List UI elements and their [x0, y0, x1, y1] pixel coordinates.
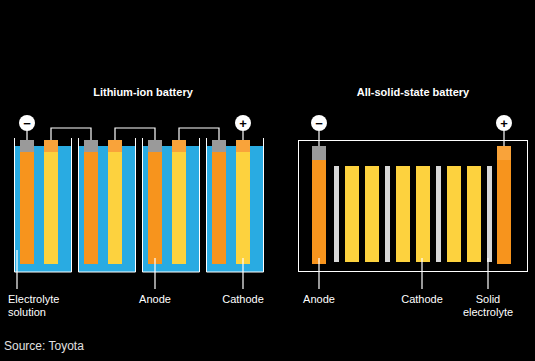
terminal-wire — [318, 131, 319, 146]
terminal-wire — [26, 131, 27, 140]
solid-electrolyte-layer — [334, 166, 339, 262]
cathode-tab — [497, 146, 511, 160]
anode-tab — [84, 140, 98, 152]
part-label: Electrolyte solution — [8, 293, 74, 318]
part-label: Anode — [303, 293, 335, 306]
cathode-layer — [416, 166, 430, 262]
anode-tab — [312, 146, 326, 160]
cathode-tab — [44, 140, 58, 152]
cell-wire — [115, 128, 155, 140]
terminal-sign: + — [497, 116, 511, 130]
source-caption: Source: Toyota — [4, 340, 84, 354]
terminal-sign: − — [20, 116, 34, 130]
electrolyte-solution — [143, 146, 200, 272]
electrolyte-solution — [207, 146, 264, 272]
solid-electrolyte-layer — [487, 166, 492, 262]
battery-case — [299, 141, 528, 272]
cell-case — [15, 138, 72, 272]
cathode-tab — [172, 140, 186, 152]
leader-line — [242, 258, 243, 289]
leader-line — [318, 258, 319, 289]
anode-tab — [20, 140, 34, 152]
current-collector — [497, 160, 511, 264]
anode-plate — [84, 152, 98, 264]
cell-wire — [179, 128, 219, 140]
electrolyte-solution — [15, 146, 72, 272]
anode-plate — [212, 152, 226, 264]
terminal-circle — [19, 115, 35, 131]
leader-line — [487, 258, 488, 289]
anode-plate — [148, 152, 162, 264]
cathode-plate — [236, 152, 250, 264]
terminal-circle — [235, 115, 251, 131]
anode-plate — [312, 160, 326, 264]
cathode-layer — [396, 166, 410, 262]
part-label: Solid electrolyte — [456, 293, 520, 318]
cathode-layer — [345, 166, 359, 262]
electrolyte-solution — [79, 146, 136, 272]
leader-line — [421, 258, 422, 289]
terminal-circle — [496, 115, 512, 131]
cathode-plate — [108, 152, 122, 264]
terminal-sign: + — [236, 116, 250, 130]
anode-plate — [20, 152, 34, 264]
part-label: Cathode — [401, 293, 443, 306]
panel-title: All-solid-state battery — [357, 86, 469, 99]
cathode-tab — [236, 140, 250, 152]
anode-tab — [148, 140, 162, 152]
terminal-wire — [242, 131, 243, 140]
part-label: Anode — [139, 293, 171, 306]
cathode-layer — [365, 166, 379, 262]
cell-case — [143, 138, 200, 272]
cell-case — [207, 138, 264, 272]
cathode-layer — [467, 166, 481, 262]
solid-electrolyte-layer — [436, 166, 441, 262]
cell-case — [79, 138, 136, 272]
leader-line — [16, 250, 17, 289]
panel-title: Lithium-ion battery — [93, 86, 193, 99]
cathode-layer — [447, 166, 461, 262]
terminal-sign: − — [312, 116, 326, 130]
cathode-tab — [108, 140, 122, 152]
solid-electrolyte-layer — [385, 166, 390, 262]
cell-wire — [51, 128, 91, 140]
anode-tab — [212, 140, 226, 152]
leader-line — [154, 258, 155, 289]
terminal-circle — [311, 115, 327, 131]
cathode-plate — [44, 152, 58, 264]
terminal-wire — [503, 131, 504, 146]
part-label: Cathode — [222, 293, 264, 306]
cathode-plate — [172, 152, 186, 264]
